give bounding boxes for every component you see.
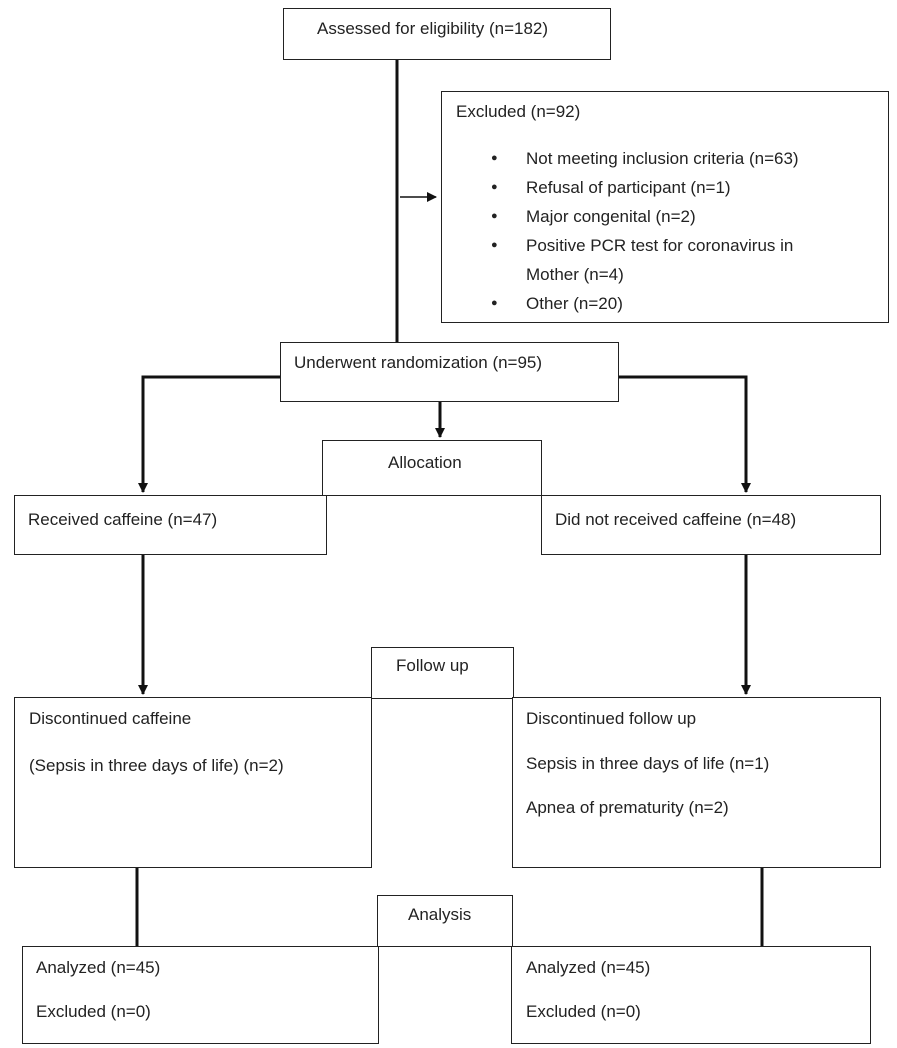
caffeine-analysis-box: Analyzed (n=45) Excluded (n=0)	[22, 946, 379, 1044]
no-caffeine-followup-box: Discontinued follow up Sepsis in three d…	[512, 697, 881, 868]
followup-stage-box: Follow up	[371, 647, 514, 699]
exclusion-reason-item: Positive PCR test for coronavirus in Mot…	[482, 231, 872, 289]
no-caffeine-excluded-count: Excluded (n=0)	[526, 1002, 641, 1021]
assessed-label: Assessed for eligibility (n=182)	[317, 19, 549, 38]
exclusion-reason-item: Other (n=20)	[482, 289, 872, 318]
no-caffeine-followup-detail: Sepsis in three days of life (n=1)	[526, 754, 770, 773]
excluded-title: Excluded (n=92)	[456, 102, 581, 121]
no-caffeine-group-label: Did not received caffeine (n=48)	[555, 510, 797, 529]
no-caffeine-group-box: Did not received caffeine (n=48)	[541, 495, 881, 555]
no-caffeine-analysis-box: Analyzed (n=45) Excluded (n=0)	[511, 946, 871, 1044]
analysis-stage-label: Analysis	[408, 905, 472, 924]
no-caffeine-followup-detail: Apnea of prematurity (n=2)	[526, 798, 729, 817]
caffeine-followup-detail: (Sepsis in three days of life) (n=2)	[29, 756, 284, 775]
no-caffeine-followup-title: Discontinued follow up	[526, 709, 697, 728]
no-caffeine-analyzed-count: Analyzed (n=45)	[526, 958, 651, 977]
analysis-stage-box: Analysis	[377, 895, 513, 947]
exclusion-reason-item: Major congenital (n=2)	[482, 202, 872, 231]
allocation-stage-label: Allocation	[388, 453, 462, 472]
exclusion-reason-item: Not meeting inclusion criteria (n=63)	[482, 144, 872, 173]
randomization-right-arrow	[619, 375, 751, 493]
assessed-box: Assessed for eligibility (n=182)	[283, 8, 611, 60]
caffeine-followup-box: Discontinued caffeine (Sepsis in three d…	[14, 697, 372, 868]
exclusion-reason-item: Refusal of participant (n=1)	[482, 173, 872, 202]
caffeine-group-box: Received caffeine (n=47)	[14, 495, 327, 555]
excluded-box: Excluded (n=92) Not meeting inclusion cr…	[441, 91, 889, 323]
caffeine-excluded-count: Excluded (n=0)	[36, 1002, 151, 1021]
exclusion-reasons-list: Not meeting inclusion criteria (n=63) Re…	[482, 144, 872, 318]
randomization-left-arrow	[138, 375, 280, 493]
randomization-label: Underwent randomization (n=95)	[294, 353, 543, 372]
caffeine-followup-title: Discontinued caffeine	[29, 709, 192, 728]
randomization-box: Underwent randomization (n=95)	[280, 342, 619, 402]
allocation-stage-box: Allocation	[322, 440, 542, 496]
followup-stage-label: Follow up	[396, 656, 469, 675]
caffeine-analyzed-count: Analyzed (n=45)	[36, 958, 161, 977]
caffeine-group-label: Received caffeine (n=47)	[28, 510, 218, 529]
